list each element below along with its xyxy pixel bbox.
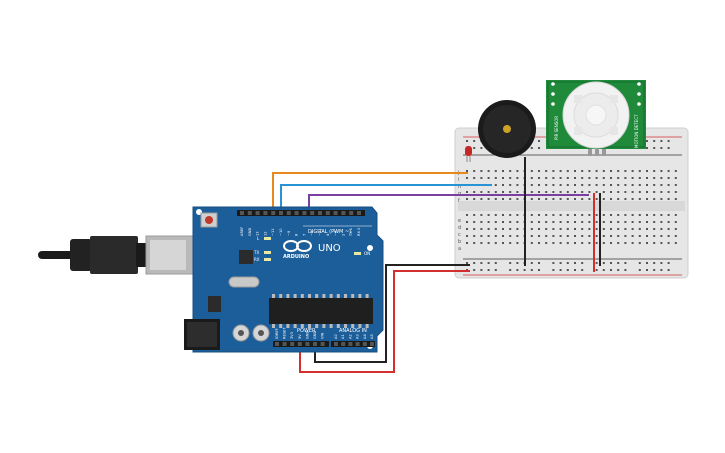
svg-text:b: b bbox=[458, 239, 461, 245]
power-pin-label: GND bbox=[313, 331, 317, 339]
usb-port bbox=[145, 235, 197, 275]
digital-pin-label: AREF bbox=[240, 227, 244, 236]
wire-orange[interactable] bbox=[272, 172, 468, 213]
on-label: ON bbox=[364, 251, 370, 256]
svg-text:f: f bbox=[458, 198, 460, 204]
svg-text:e: e bbox=[458, 218, 461, 224]
digital-header-label: DIGITAL (PWM ~) bbox=[308, 229, 351, 235]
red-led[interactable] bbox=[465, 146, 472, 162]
power-pin-label: RESET bbox=[283, 327, 287, 339]
led-label-rx: RX bbox=[254, 257, 260, 262]
arduino-logo: ARDUINO UNO bbox=[283, 240, 341, 260]
digital-pin-label: ~3 bbox=[334, 231, 338, 236]
breadboard-holes bbox=[466, 140, 677, 271]
power-pin-label: 3V3 bbox=[290, 332, 294, 339]
digital-pin-label: 7 bbox=[302, 234, 306, 236]
arduino-brand: ARDUINO bbox=[283, 254, 309, 260]
digital-pin-label: GND bbox=[248, 228, 252, 236]
analog-pin-label: A0 bbox=[334, 334, 338, 339]
analog-pin-label: A3 bbox=[356, 334, 360, 339]
digital-pin-label: RX 0 bbox=[357, 227, 361, 236]
power-pin-label: 5V bbox=[298, 334, 302, 339]
digital-pin-label: ~6 bbox=[310, 230, 314, 236]
digital-pin-label: ~10 bbox=[279, 228, 283, 236]
power-pin-label: IOREF bbox=[275, 328, 279, 339]
digital-pin-label: 2 bbox=[341, 234, 345, 236]
arduino-model: UNO bbox=[318, 243, 341, 254]
wire-blue[interactable] bbox=[280, 184, 492, 213]
digital-pin-label: ~9 bbox=[287, 230, 291, 236]
pir-right-label: MOTION DETECT bbox=[634, 114, 639, 148]
digital-pin-label: 12 bbox=[263, 231, 267, 236]
power-pin-label: GND bbox=[305, 331, 309, 339]
led-label-l: L bbox=[257, 236, 260, 241]
wire-red-5v[interactable] bbox=[299, 270, 470, 373]
wire-black-gnd[interactable] bbox=[314, 264, 470, 363]
usb-cable bbox=[38, 236, 146, 274]
led-label-tx: TX bbox=[253, 250, 259, 255]
pir-left-label: PIR SENSOR bbox=[554, 116, 559, 140]
digital-pin-label: ~11 bbox=[271, 228, 275, 236]
pir-sensor[interactable]: PIR SENSOR MOTION DETECT bbox=[546, 80, 646, 156]
analog-header-label: ANALOG IN bbox=[339, 328, 367, 334]
svg-text:d: d bbox=[458, 225, 461, 231]
svg-text:c: c bbox=[458, 232, 461, 238]
digital-pin-label: 4 bbox=[326, 233, 330, 236]
svg-text:i: i bbox=[458, 177, 459, 183]
piezo-buzzer[interactable] bbox=[478, 100, 536, 158]
digital-pin-label: 13 bbox=[256, 231, 260, 236]
digital-pin-label: ~5 bbox=[318, 231, 322, 236]
analog-pin-label: A2 bbox=[348, 334, 352, 339]
analog-pin-label: A1 bbox=[341, 334, 345, 339]
power-pin-label: VIN bbox=[321, 332, 325, 339]
svg-text:h: h bbox=[458, 184, 461, 190]
analog-pin-label: A5 bbox=[370, 334, 374, 339]
digital-pin-label: TX 1 bbox=[349, 228, 353, 237]
analog-pin-label: A4 bbox=[363, 334, 367, 339]
svg-text:a: a bbox=[458, 246, 461, 252]
atmega-chip bbox=[269, 298, 373, 324]
digital-pin-label: 8 bbox=[295, 233, 299, 236]
power-header-label: POWER bbox=[297, 328, 316, 334]
